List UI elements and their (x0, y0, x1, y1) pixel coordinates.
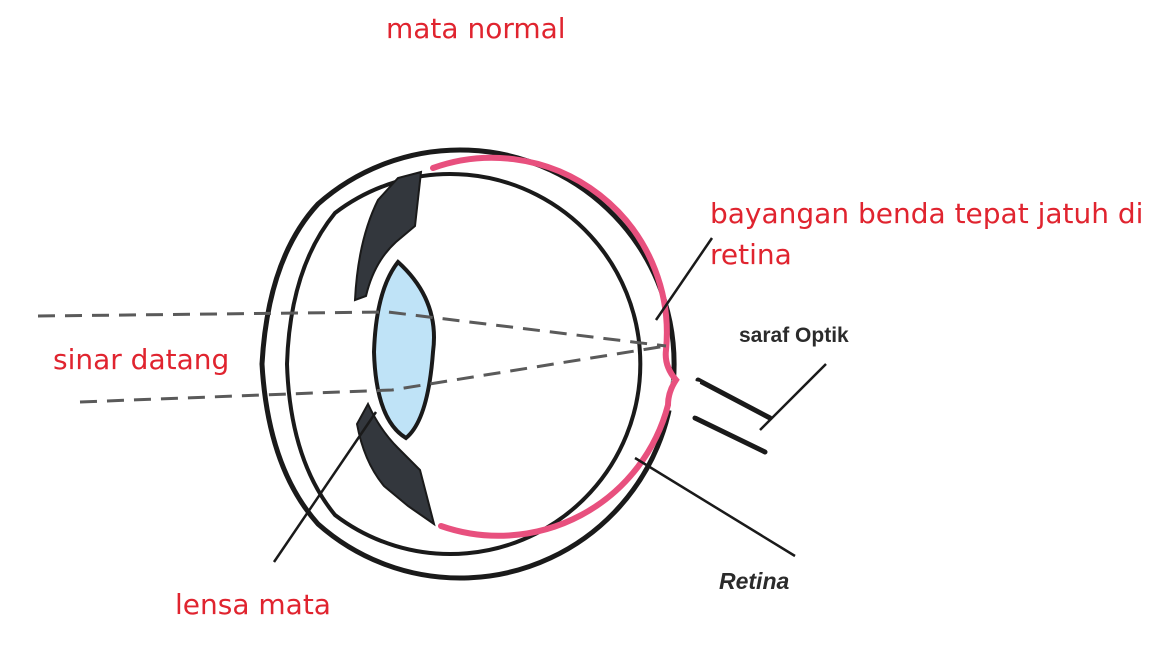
ray-lower (79, 344, 667, 404)
eyeball-inner (284, 172, 643, 556)
leader-lines (272, 237, 827, 563)
incoming-rays-label: sinar datang (53, 343, 230, 376)
lens-label: lensa mata (175, 588, 331, 621)
image-note-line2: retina (710, 238, 792, 271)
retina-layer (430, 154, 680, 539)
optic-nerve-joint (668, 376, 700, 416)
retina-label: Retina (719, 568, 790, 594)
light-rays (37, 310, 667, 404)
leader-image-point (654, 237, 714, 321)
leader-retina (634, 456, 796, 558)
iris-lower (355, 401, 436, 527)
leader-lens (272, 411, 378, 563)
optic-nerve-sheath (692, 377, 773, 455)
leader-optic-nerve (759, 363, 827, 431)
image-note-line1: bayangan benda tepat jatuh di (710, 197, 1144, 230)
iris-upper (353, 170, 423, 302)
diagram-title: mata normal (386, 12, 566, 45)
optic-nerve-label: saraf Optik (739, 324, 849, 347)
ray-upper (37, 310, 667, 348)
